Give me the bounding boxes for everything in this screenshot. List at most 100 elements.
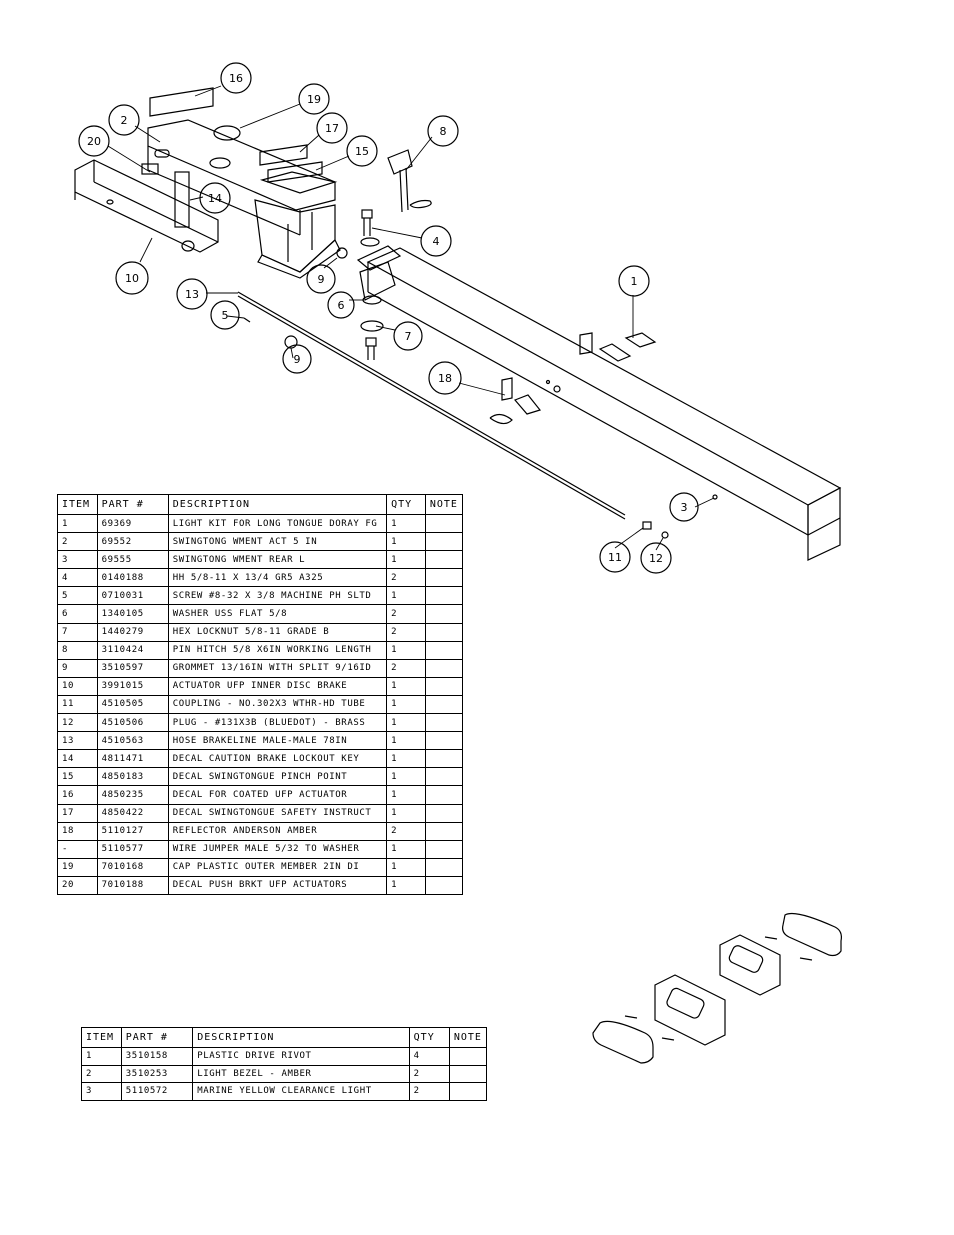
cell-item: 5 [57, 586, 98, 606]
svg-text:11: 11 [608, 551, 622, 564]
cell-description: REFLECTOR ANDERSON AMBER [167, 821, 388, 841]
svg-text:20: 20 [87, 135, 101, 148]
cell-qty: 4 [408, 1047, 450, 1066]
cell-part: 69369 [96, 513, 169, 534]
cell-qty: 1 [386, 749, 426, 769]
cell-item: 7 [57, 622, 98, 642]
cell-part: 7010168 [96, 857, 169, 877]
decal-15 [267, 161, 323, 183]
cell-qty: 1 [386, 713, 426, 733]
cell-qty: 1 [386, 839, 426, 859]
cell-qty: 1 [386, 785, 426, 805]
balloon-17: 17 [316, 112, 348, 144]
cell-item: 1 [81, 1047, 122, 1066]
col-header-description: DESCRIPTION [192, 1027, 410, 1048]
hitch-pin-8 [387, 149, 432, 213]
cell-part: 5110127 [96, 821, 169, 841]
svg-text:3: 3 [681, 501, 688, 514]
cell-note [424, 532, 464, 552]
cell-qty: 1 [386, 532, 426, 552]
svg-text:6: 6 [338, 299, 345, 312]
cell-part: 3510597 [96, 658, 169, 678]
cell-description: MARINE YELLOW CLEARANCE LIGHT [192, 1082, 410, 1101]
decal-16 [149, 87, 214, 117]
cell-description: PLASTIC DRIVE RIVOT [192, 1047, 410, 1066]
svg-text:9: 9 [318, 273, 325, 286]
cell-item: 12 [57, 713, 98, 733]
cell-note [424, 513, 464, 534]
cell-part: 7010188 [96, 875, 169, 895]
balloon-20: 20 [78, 125, 110, 157]
cell-description: WIRE JUMPER MALE 5/32 TO WASHER [167, 839, 388, 859]
cell-part: 4811471 [96, 749, 169, 769]
col-header-item: ITEM [81, 1027, 122, 1048]
cell-qty: 2 [386, 604, 426, 624]
svg-text:4: 4 [433, 235, 440, 248]
balloon-9-bottom: 9 [282, 344, 312, 374]
col-header-part: PART # [120, 1027, 194, 1048]
cell-note [424, 568, 464, 588]
cell-qty: 2 [408, 1082, 450, 1101]
cell-note [424, 839, 464, 859]
balloon-2: 2 [108, 104, 140, 136]
balloon-9-top: 9 [306, 264, 336, 294]
cell-item: 6 [57, 604, 98, 624]
cell-qty: 2 [386, 622, 426, 642]
cell-description: PLUG - #131X3B (BLUEDOT) - BRASS [167, 713, 388, 733]
light-kit-detail [592, 912, 842, 1064]
cell-part: 3510253 [120, 1064, 194, 1083]
svg-text:8: 8 [440, 125, 447, 138]
cell-note [424, 586, 464, 606]
cell-qty: 1 [386, 857, 426, 877]
cell-item: 9 [57, 658, 98, 678]
cell-item: - [57, 839, 98, 859]
col-header-item: ITEM [57, 494, 98, 515]
leader-lines [107, 85, 715, 551]
cell-part: 4510506 [96, 713, 169, 733]
cell-note [448, 1064, 488, 1083]
cell-description: DECAL CAUTION BRAKE LOCKOUT KEY [167, 749, 388, 769]
screw-5 [243, 317, 251, 323]
balloon-11: 11 [599, 541, 631, 573]
cell-description: HOSE BRAKELINE MALE-MALE 78IN [167, 731, 388, 751]
actuator-bracket-2 [147, 119, 341, 279]
cell-qty: 2 [386, 821, 426, 841]
balloon-19: 19 [298, 83, 330, 115]
cell-description: DECAL PUSH BRKT UFP ACTUATORS [167, 875, 388, 895]
hinge-hardware [360, 295, 384, 360]
balloon-1: 1 [618, 265, 650, 297]
balloon-7: 7 [393, 321, 423, 351]
cell-part: 69555 [96, 550, 169, 570]
cell-note [424, 713, 464, 733]
cell-qty: 1 [386, 731, 426, 751]
cell-part: 4850183 [96, 767, 169, 787]
balloon-15: 15 [346, 135, 378, 167]
cell-part: 4850422 [96, 803, 169, 823]
svg-text:1: 1 [631, 275, 638, 288]
svg-text:9: 9 [294, 353, 301, 366]
cell-description: LIGHT BEZEL - AMBER [192, 1064, 410, 1083]
svg-text:19: 19 [307, 93, 321, 106]
cell-item: 4 [57, 568, 98, 588]
cell-part: 1440279 [96, 622, 169, 642]
cell-part: 4510563 [96, 731, 169, 751]
cell-item: 2 [81, 1064, 122, 1083]
grommet-9-top [336, 247, 348, 259]
cell-qty: 1 [386, 676, 426, 696]
cell-description: COUPLING - NO.302X3 WTHR-HD TUBE [167, 694, 388, 715]
